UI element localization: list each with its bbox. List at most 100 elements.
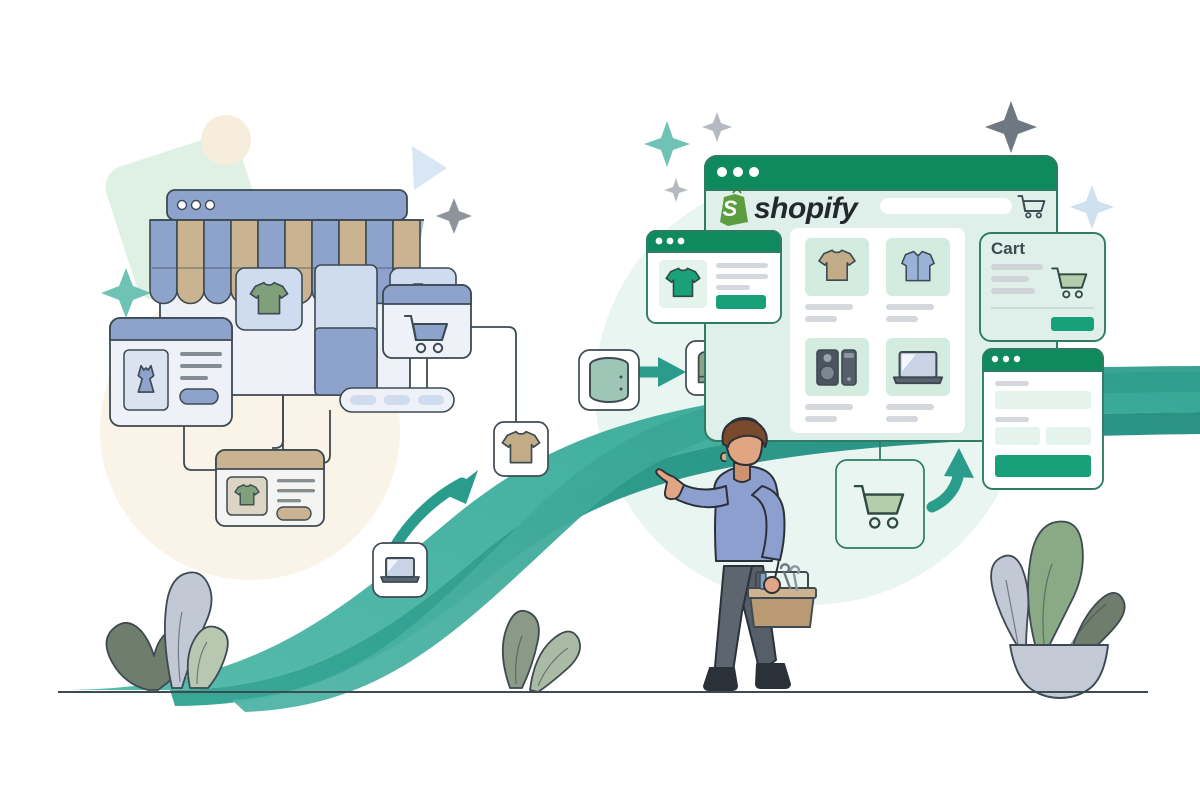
pill-seg-1 (350, 395, 376, 405)
speaker-icon (816, 349, 857, 386)
sparkle-small-left (664, 178, 688, 202)
window-dot-1[interactable] (655, 237, 663, 245)
plant-leaf-vein (515, 635, 523, 685)
wrench-icon (789, 565, 801, 592)
shape-blue-triangle (412, 146, 447, 190)
shopify-titlebar (704, 155, 1058, 191)
dress-card-button[interactable] (179, 388, 219, 405)
field-half-right[interactable] (1046, 427, 1091, 445)
product-tshirt[interactable] (805, 238, 869, 322)
tshirt-card-button[interactable] (276, 506, 312, 521)
cart-icon-card[interactable] (835, 459, 925, 549)
product-line-1 (805, 404, 853, 410)
laptop-icon (380, 557, 420, 583)
shopify-storefront-window[interactable]: S shopify (704, 155, 1058, 442)
dress-product-card[interactable] (109, 317, 233, 427)
cart-summary-panel[interactable]: Cart (979, 232, 1106, 342)
tshirt-card-line-3 (277, 499, 301, 503)
shopping-cart-icon (403, 314, 449, 354)
plant-leaf-vein (1005, 579, 1019, 645)
checkout-submit-button[interactable] (995, 455, 1091, 477)
product-line-2 (805, 416, 837, 422)
plant-leaf-vein (1069, 603, 1107, 647)
product-line-2 (805, 316, 837, 322)
storefront-dot-1 (176, 199, 188, 211)
shirt-icon (901, 250, 935, 282)
window-dot-2[interactable] (1002, 355, 1010, 363)
cart-panel-title: Cart (991, 239, 1025, 258)
sparkle-dark-topright (985, 101, 1037, 153)
detail-button[interactable] (716, 295, 766, 309)
field-label-1 (995, 381, 1029, 386)
window-dot-3[interactable] (749, 167, 759, 177)
cart-card-blue[interactable] (382, 284, 472, 359)
plant-leaf (501, 609, 540, 689)
person-shoe-front (703, 667, 738, 691)
person-hand-right (763, 576, 781, 594)
shopify-logo-letter: S (723, 196, 738, 221)
window-dot-2[interactable] (733, 167, 743, 177)
search-input[interactable] (880, 198, 1012, 214)
product-line-1 (805, 304, 853, 310)
window-dot-1[interactable] (991, 355, 999, 363)
plant-leaf-vein (1042, 563, 1053, 645)
tshirt-icon (665, 267, 701, 298)
shopping-cart-icon[interactable] (1017, 195, 1046, 219)
sparkle-teal-top (644, 121, 690, 167)
product-line-1 (886, 404, 934, 410)
window-dot-2[interactable] (666, 237, 674, 245)
tshirt-card-line-1 (277, 479, 315, 483)
storefront-dot-3 (204, 199, 216, 211)
database-icon (589, 357, 629, 403)
sparkle-gray-top (702, 112, 732, 142)
tshirt-icon (818, 249, 856, 282)
merchant-figure (655, 416, 817, 691)
product-line-1 (886, 304, 934, 310)
dress-card-line-3 (180, 376, 208, 380)
tshirt-icon-card[interactable] (493, 421, 549, 477)
sparkle-gray-store (436, 198, 472, 234)
field-half-left[interactable] (995, 427, 1040, 445)
product-speakers[interactable] (805, 338, 869, 422)
connector-cart-right (470, 326, 517, 424)
dress-card-line-1 (180, 352, 222, 356)
cart-checkout-button[interactable] (1051, 317, 1094, 331)
product-shirt[interactable] (886, 238, 950, 322)
detail-line-2 (716, 274, 768, 279)
window-dot-3[interactable] (677, 237, 685, 245)
tshirt-card-line-2 (277, 489, 315, 493)
plant-right-potted (990, 520, 1126, 699)
plant-leaf (1071, 592, 1126, 659)
shopify-wordmark: shopify (754, 192, 859, 225)
shopify-logo: S (720, 189, 748, 226)
plant-leaf (1027, 520, 1084, 649)
plant-leaf-vein (196, 641, 208, 685)
dress-card-line-2 (180, 364, 222, 368)
person-leg-front (713, 565, 753, 679)
plant-pot (1009, 644, 1109, 699)
laptop-icon-card[interactable] (372, 542, 428, 598)
window-dot-3[interactable] (1013, 355, 1021, 363)
product-detail-window[interactable] (646, 230, 782, 324)
pill-seg-2 (384, 395, 410, 405)
shopping-cart-icon (853, 484, 905, 529)
cart-line-2 (991, 276, 1029, 282)
detail-line-3 (716, 285, 750, 290)
person-hand-pointing (655, 468, 685, 501)
tshirt-product-card[interactable] (215, 449, 325, 527)
database-icon-card[interactable] (578, 349, 640, 411)
field-full-width[interactable] (995, 391, 1091, 409)
sparkle-blue-right (1070, 185, 1114, 229)
person-ear (720, 451, 727, 463)
storefront-dot-2 (190, 199, 202, 211)
shopping-cart-icon (1051, 267, 1088, 299)
window-dot-1[interactable] (717, 167, 727, 177)
product-laptop[interactable] (886, 338, 950, 422)
field-label-2 (995, 417, 1029, 422)
checkout-form-window[interactable] (982, 348, 1104, 490)
shape-cream-circle (201, 115, 251, 165)
